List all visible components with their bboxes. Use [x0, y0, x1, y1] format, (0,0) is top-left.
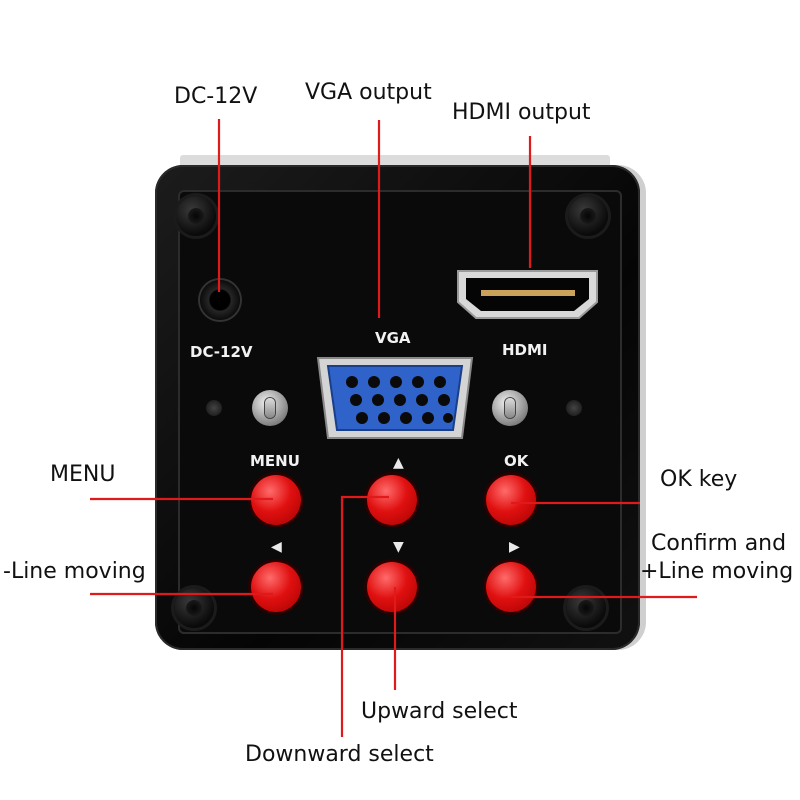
callout-vga-output: VGA output — [305, 80, 432, 105]
corner-screw-bottom-right — [566, 588, 606, 628]
panel-left-arrow-icon: ◀ — [271, 539, 282, 555]
callout-confirm-plus-line: Confirm and +Line moving — [640, 530, 793, 586]
panel-right-arrow-icon: ▶ — [509, 539, 520, 555]
callout-upward-select: Upward select — [361, 699, 518, 724]
panel-screw-left — [206, 400, 222, 416]
panel-down-arrow-icon: ▼ — [393, 539, 404, 555]
vga-thumb-screw-right — [492, 390, 528, 426]
left-button[interactable] — [251, 562, 301, 612]
callout-minus-line-moving: -Line moving — [3, 559, 146, 584]
leader-downward — [340, 495, 389, 737]
callout-menu: MENU — [50, 462, 116, 487]
callout-confirm-line2: +Line moving — [640, 559, 794, 584]
callout-downward-select: Downward select — [245, 742, 434, 767]
callout-hdmi-output: HDMI output — [452, 100, 591, 125]
vga-thumb-screw-left — [252, 390, 288, 426]
panel-up-arrow-icon: ▲ — [393, 455, 404, 471]
panel-label-dc: DC-12V — [190, 343, 253, 361]
hdmi-port — [457, 270, 598, 319]
panel-label-vga: VGA — [375, 329, 411, 347]
ok-button[interactable] — [486, 475, 536, 525]
callout-confirm-line1: Confirm and — [651, 531, 787, 556]
panel-label-hdmi: HDMI — [502, 341, 548, 359]
vga-port — [316, 357, 474, 439]
panel-label-ok: OK — [504, 452, 529, 470]
panel-screw-right — [566, 400, 582, 416]
corner-screw-top-right — [568, 196, 608, 236]
callout-ok-key: OK key — [660, 467, 738, 492]
down-button[interactable] — [367, 562, 417, 612]
corner-screw-top-left — [176, 196, 216, 236]
callout-dc-12v: DC-12V — [174, 84, 258, 109]
panel-label-menu: MENU — [250, 452, 300, 470]
up-button[interactable] — [367, 475, 417, 525]
right-button[interactable] — [486, 562, 536, 612]
